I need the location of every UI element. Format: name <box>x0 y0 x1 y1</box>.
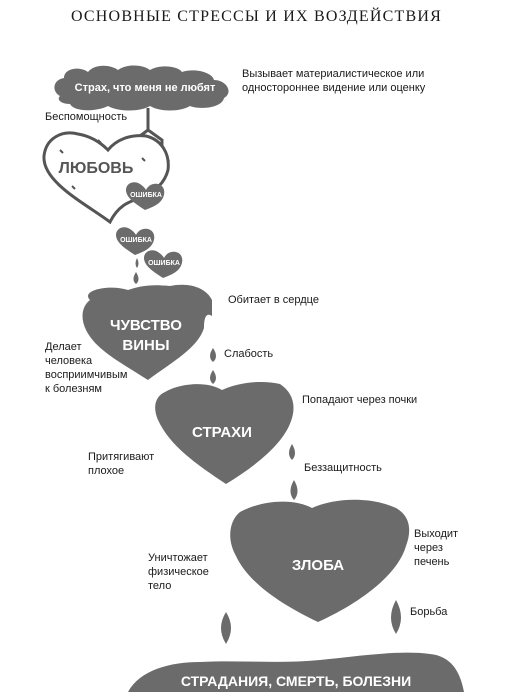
anger-label: ЗЛОБА <box>292 557 344 574</box>
fears-heart: СТРАХИ <box>155 382 294 484</box>
note-anger-exit: Выходит через печень <box>414 528 459 568</box>
love-label: ЛЮБОВЬ <box>59 160 134 177</box>
error-label-2: ОШИБКА <box>120 237 152 244</box>
fear-cloud: Страх, что меня не любят <box>54 65 229 111</box>
drips <box>133 258 401 644</box>
guilt-heart: ЧУВСТВО ВИНЫ <box>82 284 212 380</box>
fears-label: СТРАХИ <box>192 424 252 441</box>
note-weakness: Слабость <box>224 348 274 360</box>
error-hearts: ОШИБКА ОШИБКА ОШИБКА <box>116 182 183 278</box>
guilt-line-2: ВИНЫ <box>122 337 169 354</box>
page-title: ОСНОВНЫЕ СТРЕССЫ И ИХ ВОЗДЕЙСТВИЯ <box>70 8 442 25</box>
cloud-label: Страх, что меня не любят <box>75 82 216 94</box>
anger-heart: ЗЛОБА <box>230 499 410 622</box>
suffering-ground: СТРАДАНИЯ, СМЕРТЬ, БОЛЕЗНИ <box>128 652 464 692</box>
ground-label: СТРАДАНИЯ, СМЕРТЬ, БОЛЕЗНИ <box>181 673 411 689</box>
guilt-line-1: ЧУВСТВО <box>110 317 182 334</box>
note-helplessness: Беспомощность <box>45 111 128 123</box>
note-cloud-effect: Вызывает материалистическое или одностор… <box>242 68 426 94</box>
note-struggle: Борьба <box>410 606 448 618</box>
error-label-1: ОШИБКА <box>130 192 162 199</box>
note-anger-effect: Уничтожает физическое тело <box>148 552 209 592</box>
note-fears-effect: Притягивают плохое <box>88 451 155 477</box>
love-heart: ЛЮБОВЬ <box>42 131 170 225</box>
note-guilt-effect: Делает человека восприимчивым к болезням <box>45 341 128 395</box>
error-label-3: ОШИБКА <box>148 260 180 267</box>
note-guilt-location: Обитает в сердце <box>228 294 319 306</box>
note-defenseless: Беззащитность <box>304 462 382 474</box>
note-fears-entry: Попадают через почки <box>302 394 418 406</box>
